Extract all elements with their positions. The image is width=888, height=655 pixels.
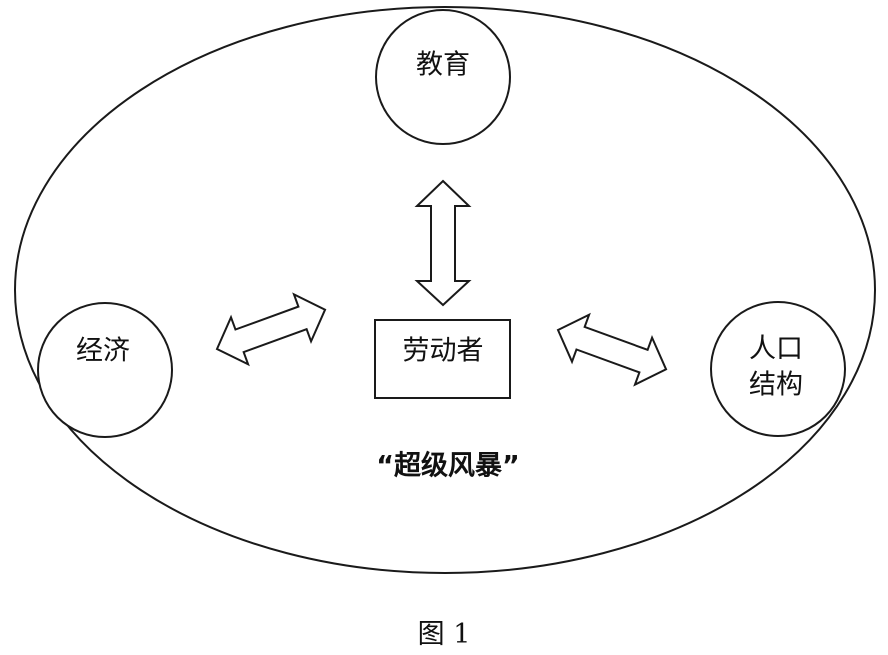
economy-circle <box>37 302 173 438</box>
education-circle <box>375 9 511 145</box>
worker-box <box>374 319 511 399</box>
diagram-canvas: 教育 经济 人口 结构 劳动者 “超级风暴” <box>14 6 876 574</box>
double-arrow-worker-population <box>556 312 668 387</box>
population-label-line1: 人口 <box>749 334 803 365</box>
worker-label: 劳动者 <box>403 336 484 367</box>
super-storm-label: “超级风暴” <box>376 450 520 482</box>
economy-label: 经济 <box>76 336 130 367</box>
double-arrow-economy-worker <box>215 292 327 367</box>
figure-caption: 图 1 <box>417 619 471 650</box>
population-label-line2: 结构 <box>749 370 803 401</box>
population-structure-circle <box>710 301 846 437</box>
double-arrow-education-worker <box>414 179 472 307</box>
education-label: 教育 <box>416 50 470 81</box>
outer-ellipse <box>14 6 876 574</box>
